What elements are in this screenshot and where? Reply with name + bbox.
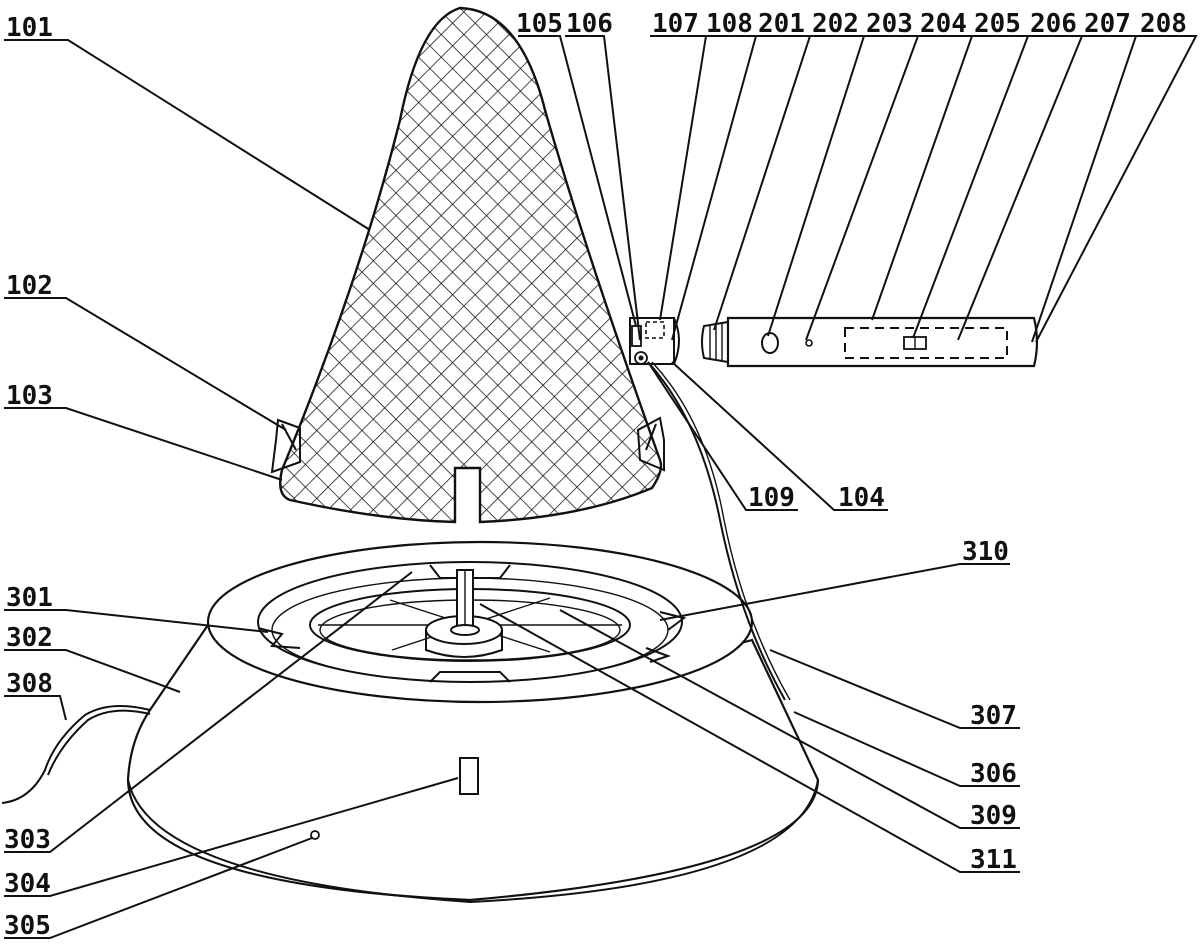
label-202: 202 bbox=[812, 9, 859, 39]
label-208: 208 bbox=[1140, 9, 1187, 39]
label-207: 207 bbox=[1084, 9, 1131, 39]
label-201: 201 bbox=[758, 9, 805, 39]
left-clip bbox=[270, 418, 301, 474]
module-wire bbox=[647, 361, 786, 701]
label-103: 103 bbox=[6, 381, 53, 411]
remote-body bbox=[726, 316, 1039, 368]
remote-panel bbox=[844, 327, 1008, 359]
base-switch bbox=[459, 757, 479, 795]
label-306: 306 bbox=[970, 759, 1017, 789]
label-301: 301 bbox=[6, 583, 53, 613]
label-304: 304 bbox=[4, 869, 51, 899]
label-106: 106 bbox=[566, 9, 613, 39]
label-205: 205 bbox=[974, 9, 1021, 39]
label-308: 308 bbox=[6, 669, 53, 699]
label-204: 204 bbox=[920, 9, 967, 39]
label-109: 109 bbox=[748, 483, 795, 513]
cone-cover bbox=[270, 6, 791, 701]
label-302: 302 bbox=[6, 623, 53, 653]
base-indicator-hole bbox=[310, 830, 320, 840]
label-311: 311 bbox=[970, 845, 1017, 875]
label-310: 310 bbox=[962, 537, 1009, 567]
label-102: 102 bbox=[6, 271, 53, 301]
label-307: 307 bbox=[970, 701, 1017, 731]
base-assembly bbox=[1, 540, 820, 904]
right-clip bbox=[636, 416, 665, 472]
label-101: 101 bbox=[6, 13, 53, 43]
leader-lines bbox=[4, 35, 1198, 939]
remote-led bbox=[805, 339, 813, 347]
label-206: 206 bbox=[1030, 9, 1077, 39]
remote-button bbox=[761, 332, 779, 354]
label-108: 108 bbox=[706, 9, 753, 39]
reference-labels: 101 102 103 105 106 107 108 201 202 203 … bbox=[4, 9, 1187, 941]
label-303: 303 bbox=[4, 825, 51, 855]
label-104: 104 bbox=[838, 483, 885, 513]
label-107: 107 bbox=[652, 9, 699, 39]
label-105: 105 bbox=[516, 9, 563, 39]
label-203: 203 bbox=[866, 9, 913, 39]
label-305: 305 bbox=[4, 911, 51, 941]
label-309: 309 bbox=[970, 801, 1017, 831]
power-cord bbox=[1, 705, 151, 804]
mesh-cone bbox=[279, 6, 663, 524]
remote-controller bbox=[701, 316, 1039, 368]
